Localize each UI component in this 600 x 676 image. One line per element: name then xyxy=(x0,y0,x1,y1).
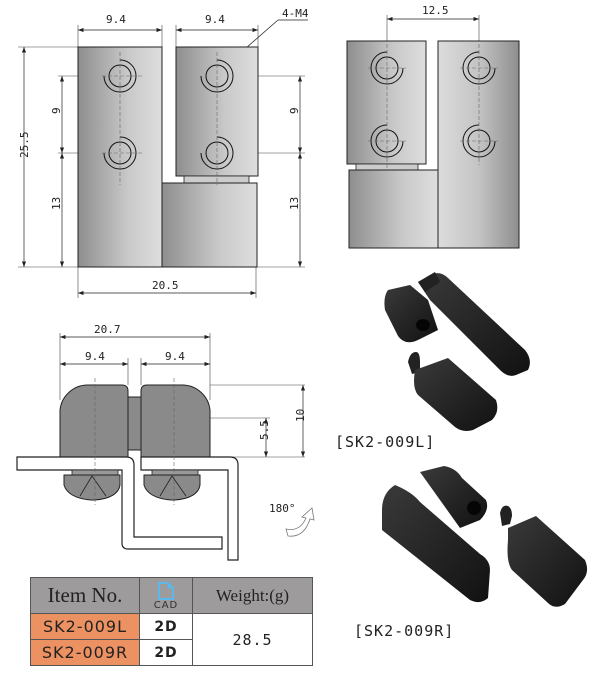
dim-left-width: 9.4 xyxy=(85,350,105,363)
product-sk2-009l-image xyxy=(384,272,530,431)
dim-total-width: 20.5 xyxy=(152,279,179,292)
header-weight: Weight:(g) xyxy=(192,577,313,614)
header-cad-label: CAD xyxy=(153,600,179,611)
dim-total-height: 25.5 xyxy=(18,132,31,159)
product-sk2-009r-image xyxy=(382,466,588,607)
cad-link-2d[interactable]: 2D xyxy=(139,639,193,666)
weight-value: 28.5 xyxy=(192,613,313,666)
dim-pivot-height: 5.5 xyxy=(258,420,271,440)
dim-top-left-width: 9.4 xyxy=(106,13,126,26)
front-view: 9.4 9.4 4-M4 25.5 9 13 9 13 20.5 xyxy=(18,7,309,298)
dim-thread-callout: 4-M4 xyxy=(282,7,309,20)
section-view: 20.7 9.4 9.4 5.5 10 180° xyxy=(16,323,315,561)
dim-total-height: 10 xyxy=(294,409,307,422)
cad-file-icon xyxy=(158,582,174,600)
item-code-cell: SK2-009R xyxy=(30,639,140,666)
rear-view: 12.5 xyxy=(346,4,520,249)
product-label-sk2-009r: [SK2-009R] xyxy=(354,622,455,640)
item-code-cell: SK2-009L xyxy=(30,613,140,640)
rotation-arrow-icon xyxy=(285,507,315,537)
rotation-label: 180° xyxy=(269,502,296,515)
header-item-no: Item No. xyxy=(30,577,140,614)
dim-right-lower-height: 13 xyxy=(288,197,301,210)
product-label-sk2-009l: [SK2-009L] xyxy=(335,433,436,451)
header-cad: CAD xyxy=(139,577,193,614)
table-row: SK2-009L 2D 28.5 xyxy=(30,613,313,666)
dim-overall-width: 20.7 xyxy=(94,323,121,336)
dim-left-hole-pitch: 9 xyxy=(50,107,63,114)
dim-right-width: 9.4 xyxy=(165,350,185,363)
dim-hole-spacing: 12.5 xyxy=(422,4,449,17)
dim-right-hole-pitch: 9 xyxy=(288,107,301,114)
spec-table-header: Item No. CAD Weight:(g) xyxy=(30,577,313,614)
table-row: SK2-009R 2D xyxy=(30,639,313,666)
spec-table: Item No. CAD Weight:(g) SK2-009L 2D 28.5… xyxy=(30,577,313,666)
cad-link-2d[interactable]: 2D xyxy=(139,613,193,640)
dim-left-lower-height: 13 xyxy=(50,197,63,210)
dim-top-right-width: 9.4 xyxy=(205,13,225,26)
